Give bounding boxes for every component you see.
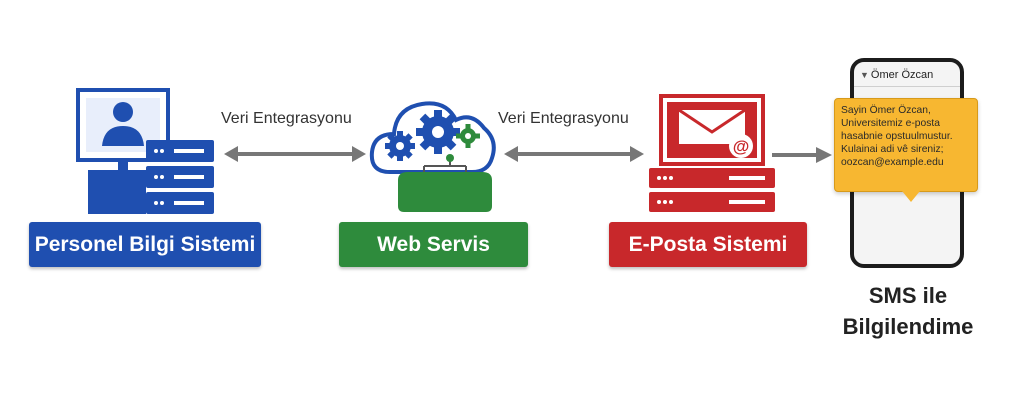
cloud-gears-icon <box>369 101 496 212</box>
sms-line: hasabnie opstuulmustur. <box>841 131 953 142</box>
connector-label-right: Veri Entegrasyonu <box>498 110 629 127</box>
personel-bilgi-sistemi-label: Personel Bilgi Sistemi <box>29 222 261 267</box>
web-servis-label: Web Servis <box>339 222 528 267</box>
connector-label-left: Veri Entegrasyonu <box>221 110 352 127</box>
sms-line: Kulainai adi vê sireniz; <box>841 144 944 155</box>
sms-message-bubble: Sayin Ömer Özcan, Universitemiz e-posta … <box>834 98 978 192</box>
eposta-sistemi-label: E-Posta Sistemi <box>609 222 807 267</box>
svg-text:@: @ <box>733 137 750 156</box>
sms-contact-header: ▼Ömer Özcan <box>854 66 960 87</box>
personnel-system-icon <box>76 88 214 214</box>
sms-contact-name: Ömer Özcan <box>870 69 934 81</box>
message-icon: ▼ <box>860 70 869 80</box>
sms-bubble-tail <box>902 191 920 202</box>
sms-line: Sayin Ömer Özcan, <box>841 105 931 116</box>
arrow-personnel-webservice <box>224 146 366 162</box>
arrow-webservice-email <box>504 146 644 162</box>
sms-line: oozcan@example.edu <box>841 157 944 168</box>
sms-line: Universitemiz e-posta <box>841 118 940 129</box>
sms-caption-line1: SMS ile <box>868 283 948 308</box>
sms-caption-line2: Bilgilendime <box>842 314 974 339</box>
email-server-icon: @ <box>649 94 775 212</box>
sms-caption: SMS ile Bilgilendime <box>820 280 996 342</box>
arrow-email-sms <box>772 147 832 163</box>
